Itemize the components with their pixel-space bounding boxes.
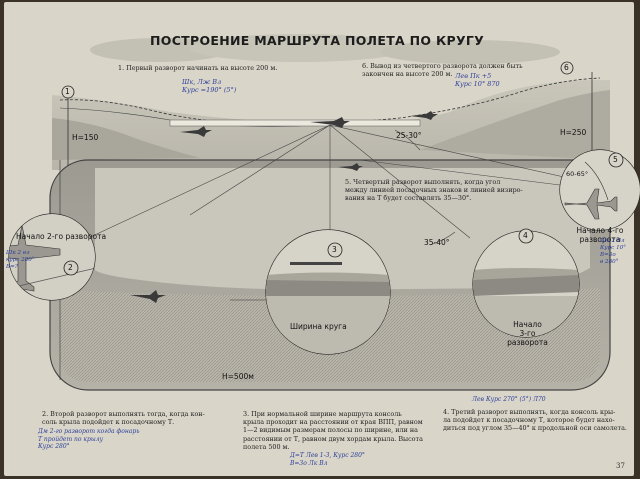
handwriting-top-left-2: Курс =190° (5°): [182, 86, 237, 94]
start-turn-3-line-2: 3-го разворота: [507, 329, 548, 347]
caption-5-line-1: 5. Четвертый разворот выполнять, когда у…: [345, 178, 501, 186]
handwriting-bottom-left: Дм 2-го разворот когда фонарь Т пройдет …: [38, 428, 139, 451]
marker-6-label: 6: [564, 63, 569, 72]
caption-3-line-3: 1—2 видимым размерам полосы по ширине, и…: [243, 426, 418, 435]
handwriting-top-right-1: Лев Пк +5: [455, 72, 492, 80]
aircraft-icon-lower: [130, 290, 166, 303]
handwriting-right: Шк 2 Вл Курс 10° В=3о в 280°: [600, 238, 626, 266]
clouds-decoration: [90, 34, 560, 64]
handwriting-right-2: Курс 10°: [600, 245, 626, 251]
caption-3-line-2: крыла проходит на расстоянии от края ВПП…: [243, 418, 423, 427]
caption-4-line-3: диться под углом 35—40° к продольной оси…: [443, 424, 627, 433]
marker-4-label: 4: [523, 231, 528, 240]
page-number: 37: [616, 462, 625, 470]
angle-label-25-30: 25-30°: [396, 131, 422, 140]
height-label-250: Н=250: [560, 128, 587, 137]
diagram-title: ПОСТРОЕНИЕ МАРШРУТА ПОЛЕТА ПО КРУГУ: [150, 33, 485, 48]
start-turn-2-line-2: 2-го разворота: [47, 232, 107, 241]
sight-lines: [51, 124, 601, 256]
handwriting-right-1: Шк 2 Вл: [600, 238, 625, 244]
handwriting-left: Шк 2 вл курс 280° В=?: [6, 250, 35, 271]
handwriting-top-right: Лев Пк +5 Курс 10° 870: [455, 72, 500, 88]
caption-3: 3. При нормальной ширине маршрута консол…: [243, 410, 423, 451]
handwriting-bottom-mid-1: Д=Т Лев 1-3, Курс 280°: [290, 452, 365, 459]
caption-6-line-1: 6. Вывод из четвертого разворота должен …: [362, 62, 523, 70]
runway-top: [169, 119, 421, 127]
handwriting-right-3: В=3о: [600, 252, 616, 258]
handwriting-bottom-left-3: Курс 280°: [38, 443, 70, 450]
caption-3-line-1: 3. При нормальной ширине маршрута консол…: [243, 410, 402, 418]
handwriting-bottom-right: Лев Курс 270° (5°) Л70: [472, 396, 546, 403]
inner-field: [95, 168, 590, 290]
height-label-500: Н=500м: [222, 372, 254, 381]
marker-4-circle: [518, 228, 534, 244]
marker-6-circle: [560, 61, 574, 75]
caption-4: 4. Третий разворот выполнять, когда конс…: [443, 408, 627, 433]
caption-6-line-2: закончен на высоте 200 м.: [362, 70, 453, 79]
handwriting-top-left: Шк, Лж Вл Курс =190° (5°): [182, 78, 236, 94]
start-turn-4-line-2: разворота: [579, 235, 621, 244]
handwriting-bottom-left-1: Дм 2-го разворот когда фонарь: [38, 428, 140, 435]
handwriting-left-1: Шк 2 вл: [6, 250, 30, 256]
handwriting-top-right-2: Курс 10° 870: [455, 80, 500, 88]
marker-2-label: 2: [68, 263, 73, 272]
handwriting-bottom-mid: Д=Т Лев 1-3, Курс 280° В=3о Лк Вл: [290, 452, 365, 467]
caption-5-line-3: вания на Т будет составлять 35—30°.: [345, 194, 472, 203]
right-hill: [420, 90, 610, 160]
aircraft-icons: [130, 111, 438, 303]
start-turn-2-label: Начало 2-го разворота: [16, 232, 106, 241]
marker-3-label: 3: [332, 245, 337, 254]
start-turn-3-line-1: Начало: [513, 320, 542, 329]
left-hill: [52, 118, 200, 160]
inset-circle-5: [559, 149, 640, 231]
start-turn-2-line-1: Начало: [16, 232, 45, 241]
inset-circle-4: [472, 230, 580, 338]
handwriting-left-3: В=?: [6, 264, 18, 270]
marker-1-label: 1: [65, 87, 70, 96]
start-turn-4-label: Начало 4-го разворота: [568, 226, 632, 244]
marker-5-circle: [608, 152, 624, 168]
caption-4-line-1: 4. Третий разворот выполнять, когда конс…: [443, 408, 616, 416]
aircraft-icon-mid: [338, 163, 363, 171]
start-turn-3-label: Начало 3-го разворота: [505, 320, 550, 347]
width-label: Ширина круга: [290, 322, 347, 331]
handwriting-top-left-1: Шк, Лж Вл: [182, 78, 222, 86]
marker-1-circle: [61, 85, 75, 99]
start-turn-4-line-1: Начало 4-го: [576, 226, 624, 235]
aircraft-icon-top-right: [410, 111, 438, 120]
angle-label-35-40: 35-40°: [424, 238, 450, 247]
handwriting-right-4: в 280°: [600, 259, 619, 265]
caption-2: 2. Второй разворот выполнять тогда, когд…: [42, 410, 205, 426]
caption-4-line-2: ла подойдет к посадочному Т, которое буд…: [443, 416, 615, 425]
marker-2-circle: [63, 260, 79, 276]
caption-3-line-4: расстоянии от Т, равном двум хордам крыл…: [243, 434, 423, 443]
caption-2-line-1: 2. Второй разворот выполнять тогда, когд…: [42, 410, 205, 418]
inset-circle-2: [8, 213, 96, 301]
caption-5-line-2: между линией посадочных знаков и линией …: [345, 186, 523, 195]
handwriting-left-2: курс 280°: [6, 257, 35, 263]
marker-5-label: 5: [613, 155, 618, 164]
caption-6: 6. Вывод из четвертого разворота должен …: [362, 62, 523, 78]
aircraft-icon-top-center: [310, 117, 350, 128]
angle-label-60-65: 60-65°: [566, 170, 589, 178]
marker-3-circle: [327, 242, 343, 258]
caption-1: 1. Первый разворот начинать на высоте 20…: [118, 64, 278, 72]
caption-2-line-2: соль крыла подойдет к посадочному Т.: [42, 418, 175, 427]
caption-3-line-5: полета 500 м.: [243, 442, 290, 451]
handwriting-bottom-mid-2: В=3о Лк Вл: [290, 459, 328, 467]
handwriting-bottom-left-2: Т пройдет по крылу: [38, 435, 104, 443]
caption-5: 5. Четвертый разворот выполнять, когда у…: [345, 178, 523, 203]
height-label-150: Н=150: [72, 133, 99, 142]
aircraft-icon-top-left: [180, 126, 212, 137]
